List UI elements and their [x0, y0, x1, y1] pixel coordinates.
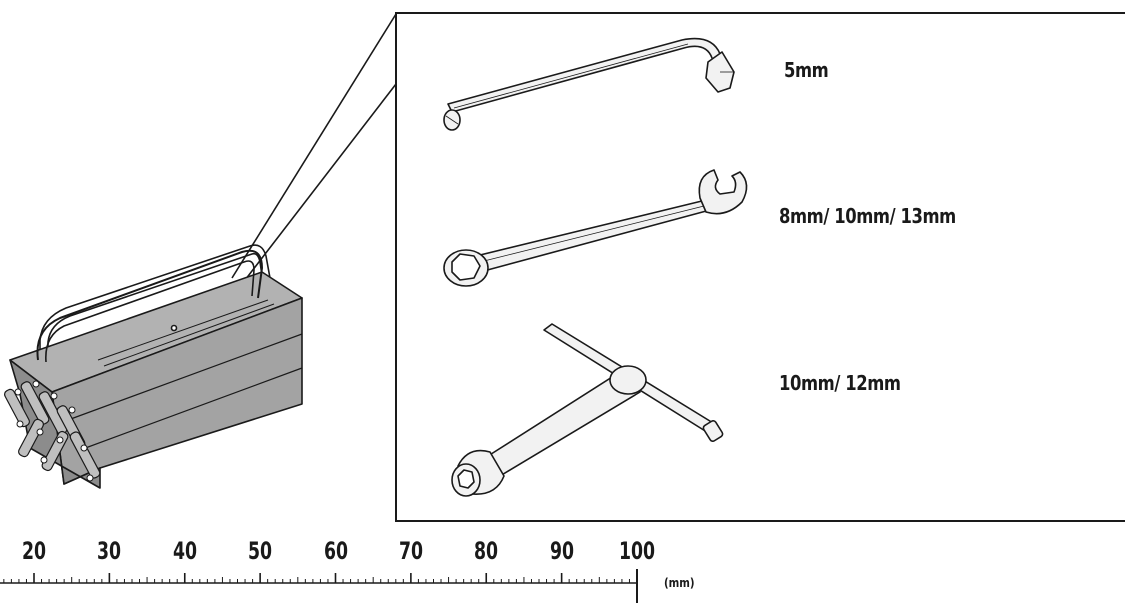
- t-socket-wrench-size-label: 10mm/ 12mm: [779, 371, 901, 395]
- ruler-unit-label: (mm): [664, 576, 695, 590]
- ruler-scale: [0, 569, 638, 603]
- ruler-tick-label: 30: [96, 537, 122, 565]
- hex-key-illustration: [443, 37, 735, 131]
- combination-wrench-illustration: [443, 169, 748, 287]
- toolbox-illustration: [4, 244, 303, 489]
- hex-key-size-label: 5mm: [784, 58, 829, 82]
- ruler-tick-label: 20: [21, 537, 47, 565]
- ruler-tick-label: 80: [473, 537, 499, 565]
- callout-lines: [231, 13, 397, 285]
- ruler-tick-label: 50: [247, 537, 273, 565]
- ruler-tick-label: 40: [172, 537, 198, 565]
- ruler-tick-label: 100: [618, 537, 656, 565]
- ruler-tick-label: 60: [323, 537, 349, 565]
- t-socket-wrench-illustration: [451, 323, 724, 497]
- ruler-tick-label: 90: [549, 537, 575, 565]
- ruler-tick-label: 70: [398, 537, 424, 565]
- combination-wrench-size-label: 8mm/ 10mm/ 13mm: [779, 204, 956, 228]
